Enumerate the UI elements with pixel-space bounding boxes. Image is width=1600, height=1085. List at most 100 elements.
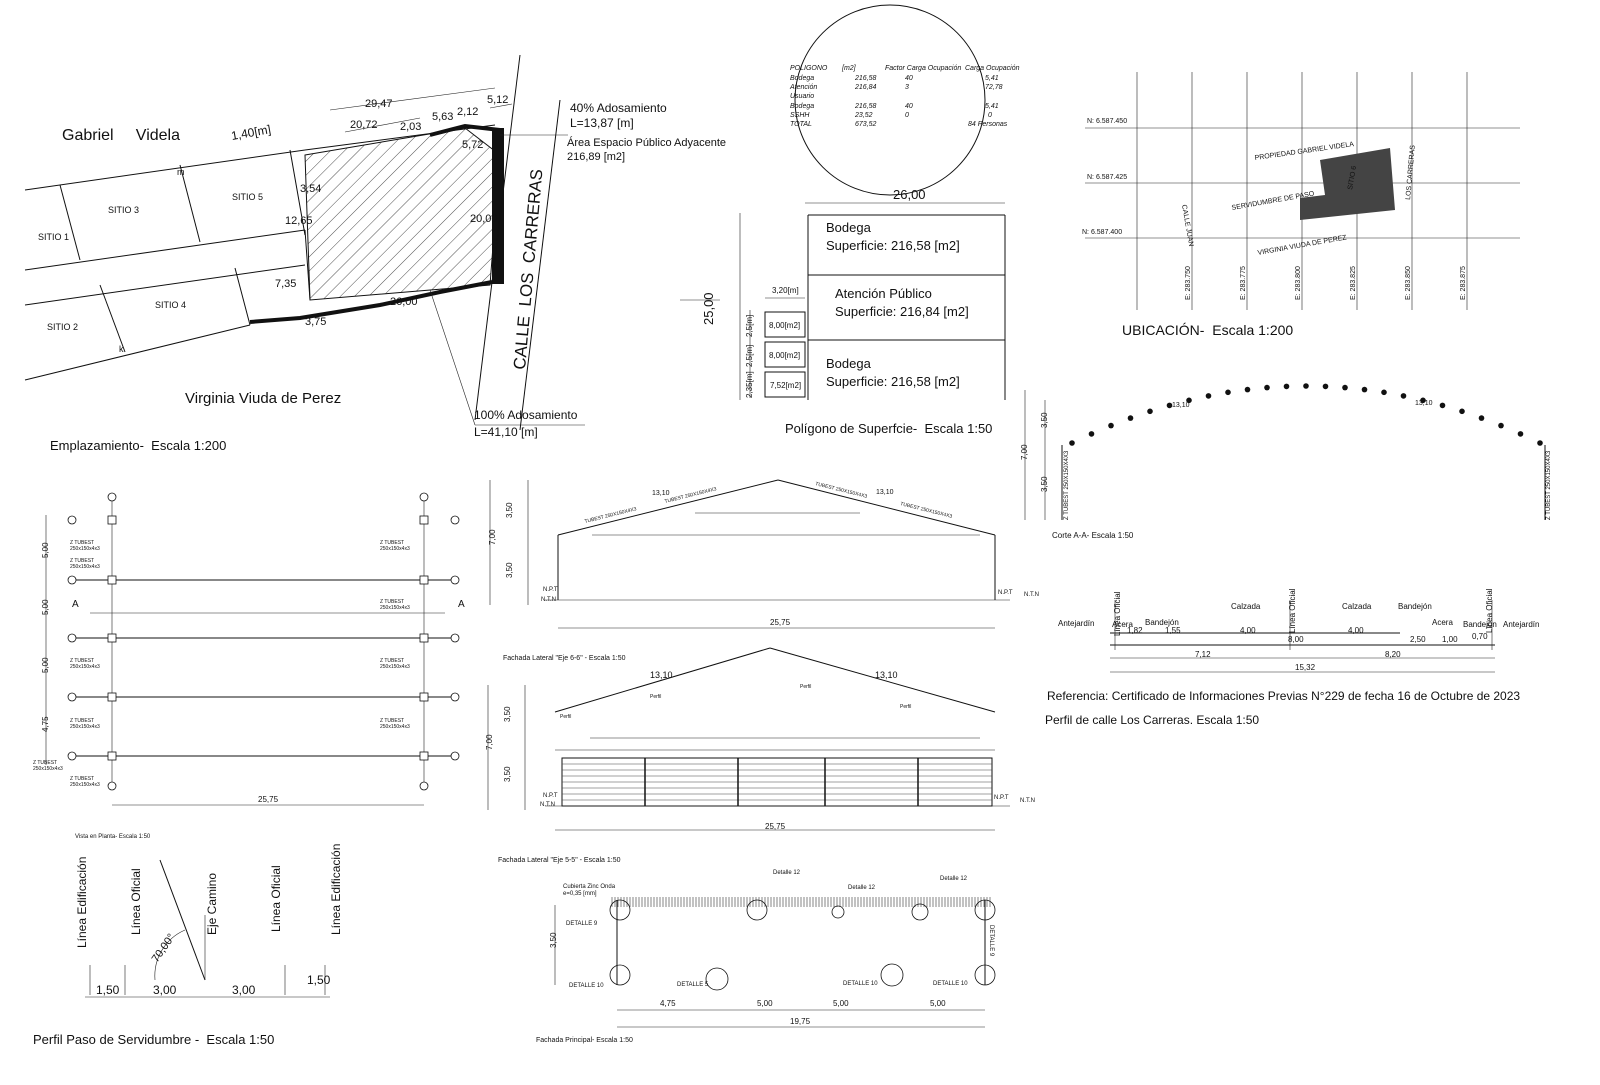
- dim-20-72: 20,72: [350, 119, 378, 131]
- adosamiento-100-title: 100% Adosamiento: [474, 408, 578, 422]
- sec-span-b: 13,10: [1415, 400, 1433, 407]
- sp-reference: Referencia: Certificado de Informaciones…: [1047, 689, 1520, 703]
- main-detalle9a: DETALLE 9: [566, 921, 598, 927]
- f66-ntn-right: N.T.N: [1024, 592, 1039, 598]
- sec-caption: Corte A-A- Escala 1:50: [1052, 531, 1134, 540]
- f55-ntn-right: N.T.N: [1020, 798, 1035, 804]
- loc-n2: N: 6.587.425: [1087, 174, 1127, 181]
- poly-small-dim-1: 2,5[m]: [745, 345, 754, 367]
- plan-col-b-1: 250x150x4x3: [70, 546, 100, 552]
- main-detail-circles: [609, 899, 996, 991]
- sp-d6: 2,50: [1410, 635, 1426, 644]
- arch-dot: [1303, 383, 1309, 389]
- main-detalle12b: Detalle 12: [848, 885, 876, 891]
- ease-l2: Línea Oficial: [129, 868, 143, 935]
- f55-dim-3-50b: 3,50: [503, 766, 512, 782]
- sp-d4: 4,00: [1348, 626, 1364, 635]
- ease-l3: Eje Camino: [205, 873, 219, 935]
- sp-antejardin-left: Antejardín: [1058, 619, 1094, 628]
- main-caption: Fachada Principal- Escala 1:50: [536, 1037, 633, 1044]
- sp-d2: 1,55: [1165, 626, 1181, 635]
- plan-col-a-10: Z TUBEST: [70, 776, 94, 782]
- dim-3-54: 3,54: [300, 183, 321, 195]
- ease-l4: Línea Oficial: [269, 865, 283, 932]
- sp-t3: 15,32: [1295, 663, 1316, 672]
- dim-5-63: 5,63: [432, 111, 453, 123]
- plan-col-a-4: Z TUBEST: [380, 599, 404, 605]
- plan-axis-a-right: A: [458, 599, 465, 610]
- dim-29-47: 29,47: [365, 98, 393, 110]
- f55-note-4: Perfil: [900, 704, 911, 710]
- plan-col-a-3: Z TUBEST: [70, 558, 94, 564]
- occ-row-2-name: Usuario: [790, 93, 814, 100]
- occ-header-0: POLIGONO: [790, 65, 828, 72]
- occ-row-5-load: 84 Personas: [968, 121, 1008, 128]
- sp-d7: 1,00: [1442, 635, 1458, 644]
- dim-5-12: 5,12: [487, 94, 508, 106]
- f55-span-b: 13,10: [875, 670, 898, 680]
- f55-note-2: Perfil: [650, 694, 661, 700]
- f55-dim-3-50a: 3,50: [503, 706, 512, 722]
- arch-dot: [1381, 389, 1387, 396]
- loc-e1: E: 283.775: [1240, 266, 1247, 300]
- occ-row-3-area: 216,58: [854, 103, 877, 110]
- arch-dot: [1244, 386, 1251, 393]
- main-detalle10c: DETALLE 10: [933, 981, 968, 987]
- occ-row-5-area: 673,52: [855, 121, 877, 128]
- plan-col-b-4: 250x150x4x3: [380, 605, 410, 611]
- main-cubierta-b: e=0,35 [mm]: [563, 891, 597, 897]
- main-detalle9b: DETALLE 9: [988, 925, 994, 957]
- f55-ntn-left: N.T.N: [540, 802, 555, 808]
- occupancy-table: POLIGONO [m2] Factor Carga Ocupación Car…: [789, 4, 1020, 204]
- occ-row-1-area: 216,84: [854, 84, 877, 91]
- dim-12-65: 12,65: [285, 215, 313, 227]
- loc-caption: UBICACIÓN- Escala 1:200: [1122, 322, 1293, 338]
- sp-eje: Línea Oficial: [1288, 588, 1297, 633]
- dim-26-00: 26,00: [390, 296, 418, 308]
- f55-brick-pattern: [562, 758, 992, 806]
- poly-box-2: 7,52[m2]: [770, 381, 801, 390]
- lot-label-4: SITIO 4: [155, 300, 186, 310]
- plan-col-b-10: 250x150x4x3: [70, 782, 100, 788]
- plan-col-b-2: 250x150x4x3: [380, 546, 410, 552]
- poly-b2-area: Superficie: 216,84 [m2]: [835, 304, 969, 319]
- f66-span-a: 13,10: [652, 490, 670, 497]
- adosamiento-40-length: L=13,87 [m]: [570, 116, 634, 130]
- arch-dot: [1439, 402, 1446, 409]
- sp-caption: Perfil de calle Los Carreras. Escala 1:5…: [1045, 713, 1259, 727]
- sp-d8: 0,70: [1472, 632, 1488, 641]
- sp-bandejon-left: Bandejón: [1145, 618, 1179, 627]
- plan-col-b-7: 250x150x4x3: [70, 724, 100, 730]
- facade-6-6: 3,50 7,00 3,50 13,10 13,10 TUBEST 250X15…: [488, 479, 1039, 662]
- adosamiento-wall: [492, 128, 504, 284]
- occ-row-0-area: 216,58: [854, 75, 877, 82]
- f55-span-a: 13,10: [650, 670, 673, 680]
- poly-b3-name: Bodega: [826, 356, 872, 371]
- location-lot: [1300, 148, 1395, 220]
- loc-carreras: LOS CARRERAS: [1405, 145, 1417, 201]
- f66-ntn-left: N.T.N: [541, 597, 556, 603]
- f66-dim-3-50b: 3,50: [505, 562, 514, 578]
- arch-dot: [1537, 440, 1543, 446]
- loc-n3: N: 6.587.400: [1082, 229, 1122, 236]
- occ-row-4-name: SSHH: [790, 112, 810, 119]
- f55-dim-7-00: 7,00: [485, 734, 494, 750]
- site-plan: Gabriel Videla Virginia Viuda de Perez C…: [24, 54, 726, 453]
- poly-dim-3-20: 3,20[m]: [772, 286, 799, 295]
- poly-b1-area: Superficie: 216,58 [m2]: [826, 238, 960, 253]
- f55-dim-total: 25,75: [765, 822, 786, 831]
- occ-header-2: Factor Carga Ocupación: [885, 65, 961, 72]
- occ-row-1-name: Atención: [789, 84, 817, 91]
- plan-view: 5,00 5,00 5,00 4,75 Z TUBEST 250x150x4x3…: [33, 492, 465, 840]
- occ-row-4-area: 23,52: [854, 112, 873, 119]
- f66-caption: Fachada Lateral "Eje 6-6" - Escala 1:50: [503, 655, 626, 662]
- occ-row-4-load: 0: [988, 112, 992, 119]
- sp-linea-right: Línea Oficial: [1485, 588, 1494, 633]
- plan-col-a-1: Z TUBEST: [70, 540, 94, 546]
- f66-dim-total: 25,75: [770, 618, 791, 627]
- poly-b1-name: Bodega: [826, 220, 872, 235]
- main-dim-0: 4,75: [660, 999, 676, 1008]
- main-detalle12a: Detalle 12: [773, 870, 801, 876]
- poly-small-dim-0: 2,5[m]: [745, 315, 754, 337]
